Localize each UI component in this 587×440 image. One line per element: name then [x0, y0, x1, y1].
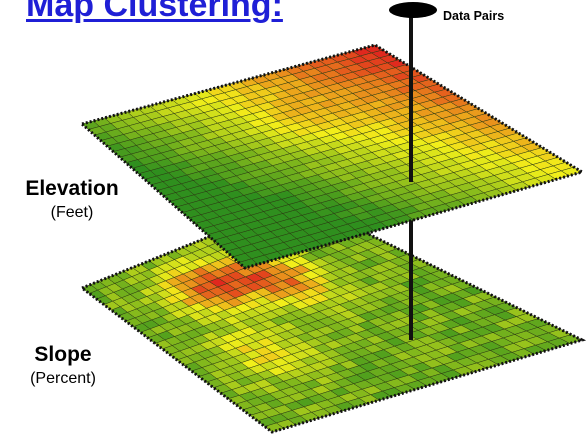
- elevation-unit: (Feet): [50, 204, 94, 221]
- slope-name: Slope: [34, 343, 92, 366]
- pin-head-marker: [389, 2, 437, 18]
- elevation-layer-label: Elevation (Feet): [6, 177, 138, 222]
- page-title: Map Clustering:: [26, 0, 283, 24]
- surface-edge: [78, 43, 586, 270]
- slope-surface: [78, 198, 587, 434]
- slope-layer-label: Slope (Percent): [2, 343, 124, 388]
- elevation-surface: [78, 43, 586, 270]
- data-pairs-label: Data Pairs: [443, 9, 505, 23]
- elevation-name: Elevation: [25, 177, 119, 200]
- slope-unit: (Percent): [30, 370, 96, 387]
